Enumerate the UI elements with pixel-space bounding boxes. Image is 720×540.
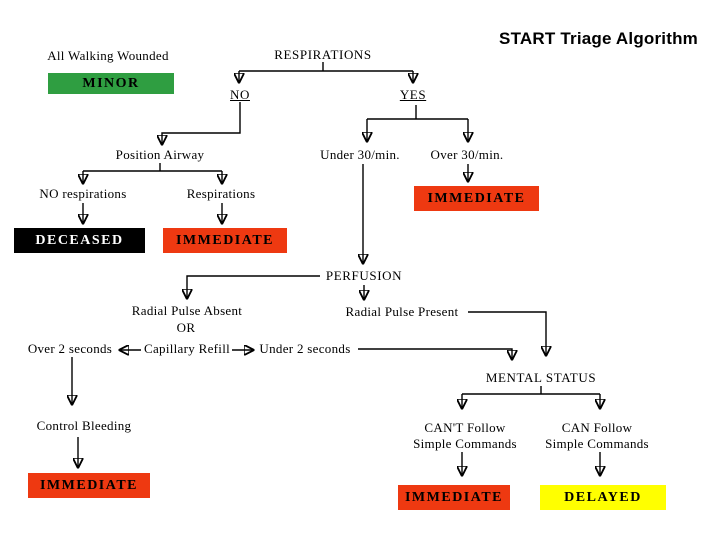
- node-capillary-refill: Capillary Refill: [143, 341, 231, 356]
- can-follow-line1: CAN Follow: [561, 420, 633, 435]
- box-immediate-no-resp: IMMEDIATE: [163, 228, 287, 253]
- node-cant-follow: CAN'T Follow Simple Commands: [413, 420, 517, 452]
- can-follow-line2: Simple Commands: [545, 436, 649, 451]
- page-title: START Triage Algorithm: [499, 29, 698, 48]
- box-immediate-over30: IMMEDIATE: [414, 186, 539, 211]
- connector-no-to-position-airway: [162, 102, 241, 144]
- node-radial-pulse-absent: Radial Pulse Absent: [131, 303, 243, 318]
- node-no: NO: [230, 87, 250, 102]
- node-respirations: RESPIRATIONS: [274, 47, 372, 62]
- node-yes: YES: [399, 87, 427, 102]
- box-minor: MINOR: [48, 73, 174, 94]
- node-or: OR: [176, 320, 196, 335]
- connector-under2-to-mental: [358, 348, 512, 359]
- node-no-respirations: NO respirations: [39, 186, 127, 201]
- node-respirations-present: Respirations: [186, 186, 256, 201]
- box-delayed: DELAYED: [540, 485, 666, 510]
- box-deceased: DECEASED: [14, 228, 145, 253]
- box-immediate-bleeding: IMMEDIATE: [28, 473, 150, 498]
- node-perfusion: PERFUSION: [325, 268, 403, 283]
- box-immediate-cant-follow: IMMEDIATE: [398, 485, 510, 510]
- node-control-bleeding: Control Bleeding: [36, 418, 132, 433]
- node-all-walking-wounded: All Walking Wounded: [47, 48, 169, 63]
- cant-follow-line2: Simple Commands: [413, 436, 517, 451]
- node-under-30: Under 30/min.: [320, 147, 400, 162]
- node-over-2-seconds: Over 2 seconds: [27, 341, 113, 356]
- connector-perfusion-to-radial-absent: [187, 275, 320, 298]
- node-over-30: Over 30/min.: [430, 147, 504, 162]
- node-mental-status: MENTAL STATUS: [485, 370, 597, 385]
- connector-present-to-mental: [468, 311, 546, 355]
- node-can-follow: CAN Follow Simple Commands: [545, 420, 649, 452]
- node-position-airway: Position Airway: [115, 147, 205, 162]
- node-radial-pulse-present: Radial Pulse Present: [345, 304, 459, 319]
- node-under-2-seconds: Under 2 seconds: [259, 341, 351, 356]
- cant-follow-line1: CAN'T Follow: [424, 420, 506, 435]
